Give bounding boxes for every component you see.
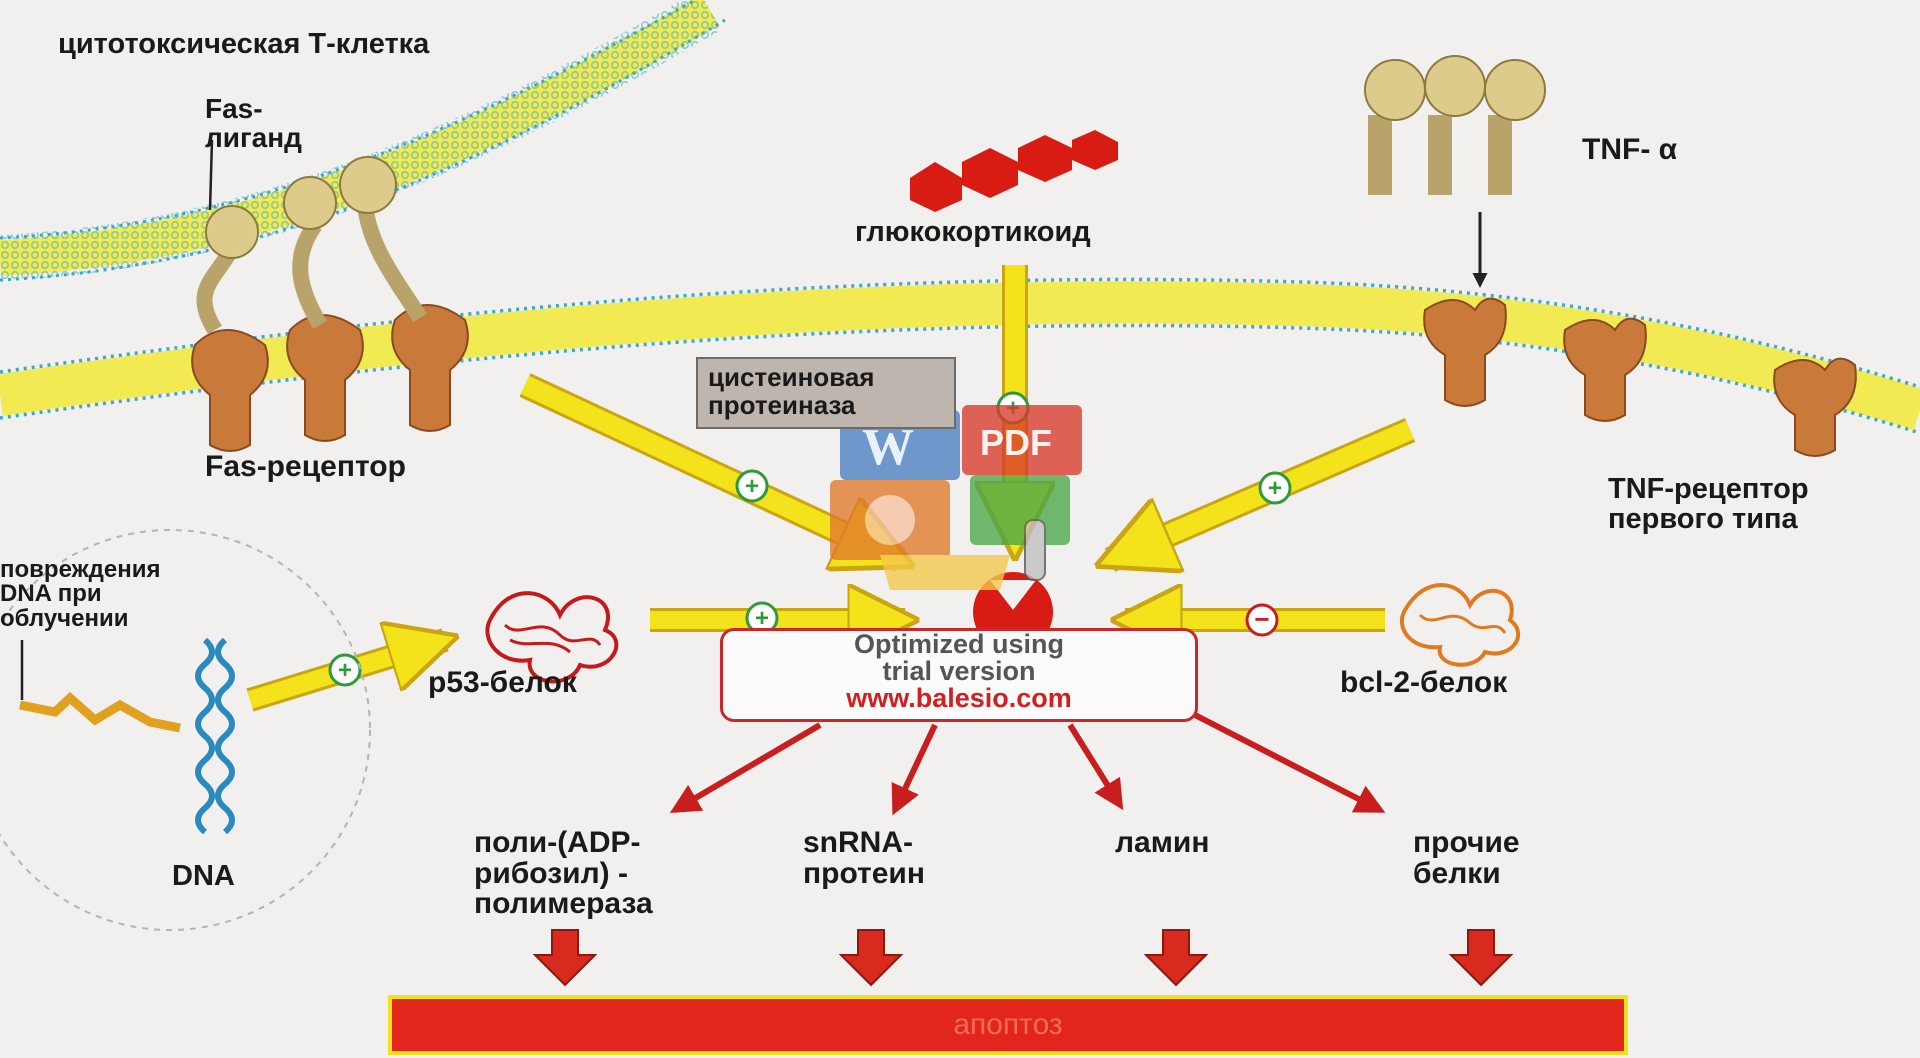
- folder-icon: [880, 555, 1010, 590]
- tnf-receptors: [1423, 297, 1857, 457]
- label-glucocorticoid: глюкокортикоид: [855, 216, 1091, 248]
- plus-sign: +: [745, 473, 759, 500]
- label-tnf-alpha: TNF- α: [1582, 133, 1678, 166]
- bcl2-protein-blob: [1399, 583, 1521, 667]
- label-target-parp: поли-(ADP- рибозил) - полимераза: [474, 826, 653, 921]
- plus-sign: +: [1268, 475, 1282, 502]
- label-cysteine-protease: цистеиновая протеиназа: [696, 357, 956, 429]
- excel-icon: [970, 475, 1070, 545]
- label-target-other: прочие белки: [1413, 826, 1520, 890]
- apoptosis-bar: апоптоз: [388, 995, 1628, 1055]
- label-dna-damage: повреждения DNA при облучении: [0, 556, 161, 632]
- tnf-alpha-trimer: [1364, 55, 1546, 288]
- plus-sign: +: [338, 657, 352, 684]
- label-fas-receptor: Fas-рецептор: [205, 450, 406, 483]
- glucocorticoid-molecule: [910, 130, 1118, 212]
- label-fas-ligand: Fas- лиганд: [205, 93, 302, 153]
- watermark-line-1: Optimized using: [853, 629, 1064, 659]
- dna-damage-region: [0, 529, 371, 931]
- label-cytotoxic-t-cell: цитотоксическая Т-клетка: [58, 28, 430, 60]
- fas-ligands: [196, 139, 427, 335]
- label-p53: p53-белок: [428, 666, 577, 699]
- down-arrows: [532, 929, 1514, 987]
- label-bcl2: bcl-2-белок: [1340, 666, 1508, 699]
- label-dna: DNA: [172, 860, 235, 892]
- trial-watermark: Optimized using trial version www.balesi…: [720, 628, 1198, 722]
- pdf-icon-label: PDF: [980, 422, 1052, 463]
- paperclip-icon: [1024, 519, 1046, 581]
- fas-receptors: [191, 304, 469, 452]
- pdf-icon: [962, 405, 1082, 475]
- cleavage-arrows: [669, 712, 1386, 816]
- label-tnf-receptor: TNF-рецептор первого типа: [1608, 473, 1809, 535]
- watermark-line-2: trial version: [882, 656, 1036, 686]
- label-target-snrna: snRNA- протеин: [803, 826, 925, 890]
- label-target-lamin: ламин: [1115, 826, 1210, 859]
- watermark-url: www.balesio.com: [846, 683, 1072, 713]
- word-icon-letter: W: [862, 419, 914, 476]
- label-apoptosis: апоптоз: [953, 1008, 1063, 1041]
- p53-protein-blob: [485, 591, 619, 684]
- plus-sign: +: [755, 605, 769, 632]
- minus-sign: −: [1254, 604, 1269, 634]
